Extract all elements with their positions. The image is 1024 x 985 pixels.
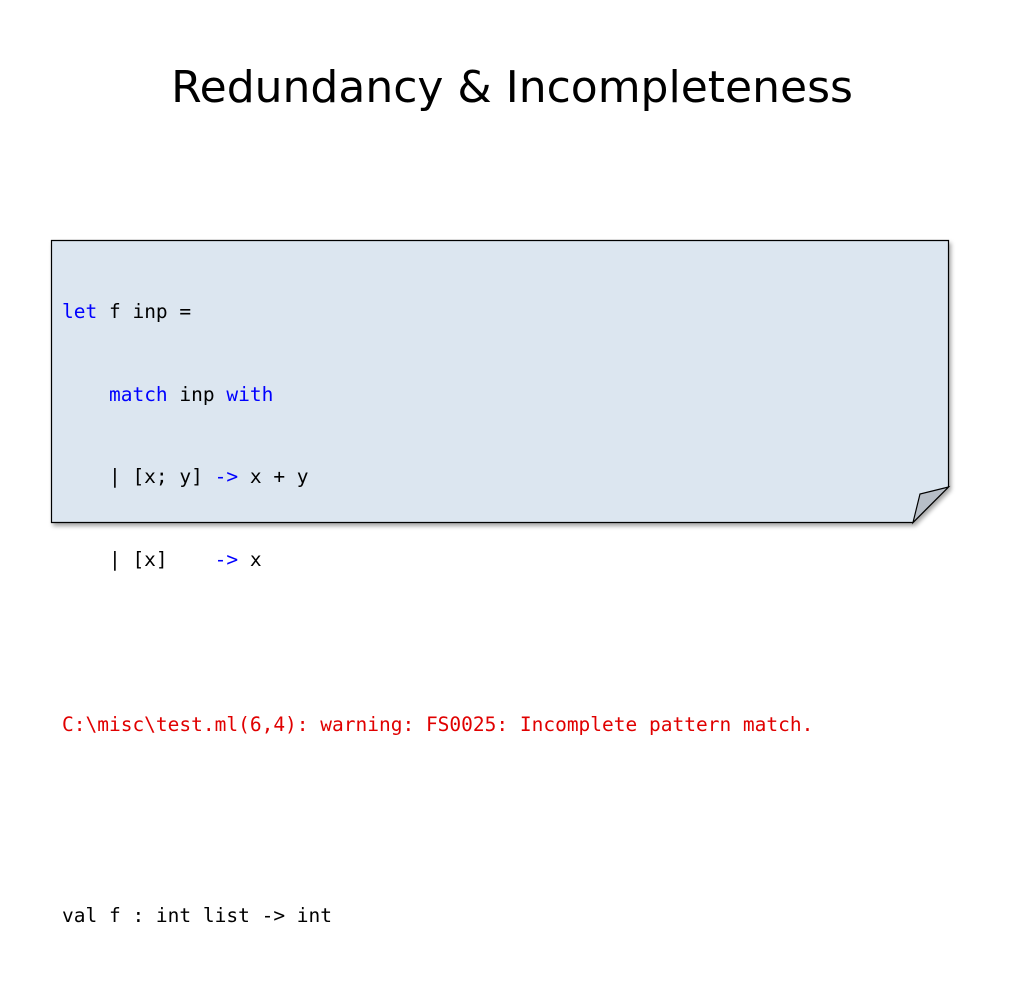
code-text: | [x]: [62, 547, 215, 571]
code-line-2: match inp with: [62, 381, 942, 409]
keyword-let: let: [62, 300, 98, 323]
code-indent: [62, 383, 109, 406]
code-text: x + y: [238, 465, 309, 488]
keyword-with: with: [226, 382, 274, 406]
keyword-match: match: [108, 382, 168, 406]
slide-title: Redundancy & Incompleteness: [171, 62, 853, 113]
code-text: f inp =: [97, 300, 192, 323]
compiler-warning: C:\misc\test.ml(6,4): warning: FS0025: I…: [62, 712, 814, 736]
code-text: | [x; y]: [62, 465, 215, 488]
blank-line: [62, 628, 942, 656]
code-listing: let f inp = match inp with | [x; y] -> x…: [62, 243, 942, 985]
code-note-box: let f inp = match inp with | [x; y] -> x…: [50, 239, 951, 927]
keyword-arrow: ->: [214, 547, 239, 571]
blank-lines: [62, 793, 942, 847]
keyword-arrow: ->: [214, 465, 239, 488]
code-line-4: | [x] -> x: [62, 546, 942, 574]
code-text: inp: [167, 382, 227, 406]
code-line-3: | [x; y] -> x + y: [62, 463, 942, 491]
code-line-1: let f inp =: [62, 298, 942, 326]
code-text: x: [238, 547, 262, 571]
type-signature: val f : int list -> int: [62, 904, 333, 927]
folded-corner-note-frame: [50, 239, 951, 525]
folded-corner: [911, 485, 951, 525]
